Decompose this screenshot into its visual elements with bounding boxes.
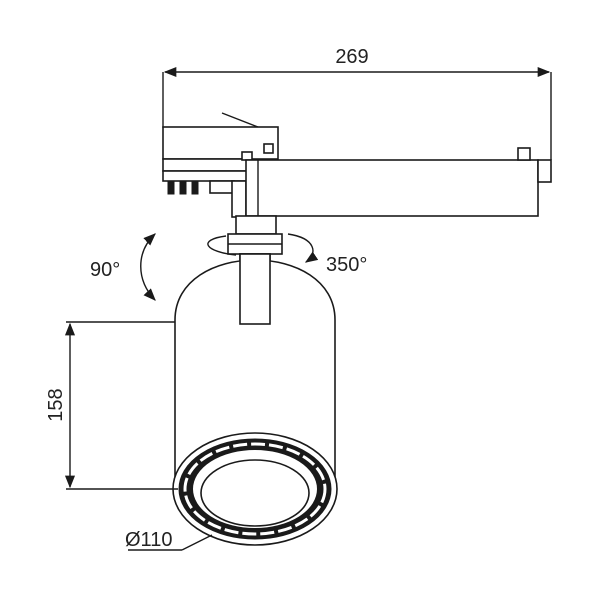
pan-arc-left	[207, 235, 237, 256]
tilt-rotation: 90°	[90, 233, 156, 301]
adapter-stem	[231, 180, 247, 218]
width-dimension: 269	[162, 46, 552, 160]
adapter-contacts	[167, 180, 235, 195]
height-label: 158	[45, 388, 67, 421]
cylinder-body	[174, 259, 336, 491]
contact-pin	[179, 181, 187, 195]
lens	[200, 459, 310, 527]
adapter-small-square	[263, 143, 274, 154]
diameter-leader-diagonal	[181, 534, 213, 551]
pan-arc-right	[287, 233, 319, 263]
pan-label: 350°	[326, 254, 367, 276]
width-label: 269	[335, 46, 368, 68]
adapter-clip	[241, 151, 253, 161]
spot-cylinder	[174, 253, 336, 491]
tilt-arm-front	[239, 253, 271, 325]
swivel-neck	[235, 215, 277, 235]
driver-end-cap	[537, 159, 552, 183]
tilt-label: 90°	[90, 259, 120, 281]
adapter-lever	[221, 112, 259, 128]
adapter-contact-strip	[162, 170, 248, 182]
driver-box	[245, 159, 539, 217]
contact-housing	[209, 180, 235, 194]
front-lens	[172, 432, 338, 546]
contact-pin	[167, 181, 175, 195]
ring-grip-pattern	[183, 442, 327, 536]
height-dimension: 158	[45, 321, 178, 490]
diameter-label: Ø110	[125, 529, 172, 551]
pan-rotation: 350°	[207, 233, 367, 276]
tilt-arc	[140, 233, 156, 301]
diameter-callout: Ø110	[125, 529, 213, 551]
adapter-body	[162, 126, 279, 160]
contact-pin	[191, 181, 199, 195]
adapter-lower-strip	[162, 158, 248, 172]
driver-top-knob	[517, 147, 531, 161]
driver-housing	[245, 147, 552, 217]
